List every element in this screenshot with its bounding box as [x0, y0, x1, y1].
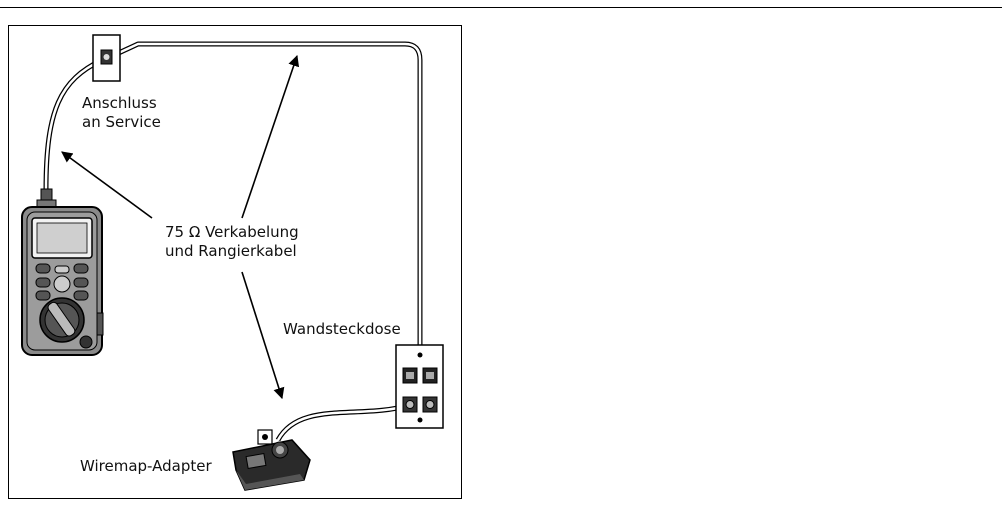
arrow-to-patch-cable: [241, 271, 285, 400]
wall-outlet-icon: [395, 344, 444, 429]
service-label-line1: Anschluss: [82, 94, 157, 112]
tester-connector: [36, 188, 57, 209]
figure-frame: [8, 25, 462, 499]
cabling-label: 75 Ω Verkabelung und Rangierkabel: [165, 223, 299, 261]
cabling-label-line2: und Rangierkabel: [165, 242, 297, 260]
page-top-rule: [0, 7, 1002, 8]
service-outlet-icon: [92, 34, 121, 82]
service-to-wall-cable: [108, 41, 423, 348]
wiremap-adapter-icon: [232, 429, 311, 491]
service-label-line2: an Service: [82, 113, 161, 131]
wall-outlet-label: Wandsteckdose: [283, 320, 401, 338]
arrow-to-service-cable: [61, 151, 153, 219]
arrow-to-top-cable: [241, 54, 300, 219]
cabling-label-line1: 75 Ω Verkabelung: [165, 223, 299, 241]
service-connection-label: Anschluss an Service: [82, 94, 161, 132]
tester-device-icon: [21, 206, 104, 356]
wiremap-adapter-label: Wiremap-Adapter: [80, 457, 212, 475]
